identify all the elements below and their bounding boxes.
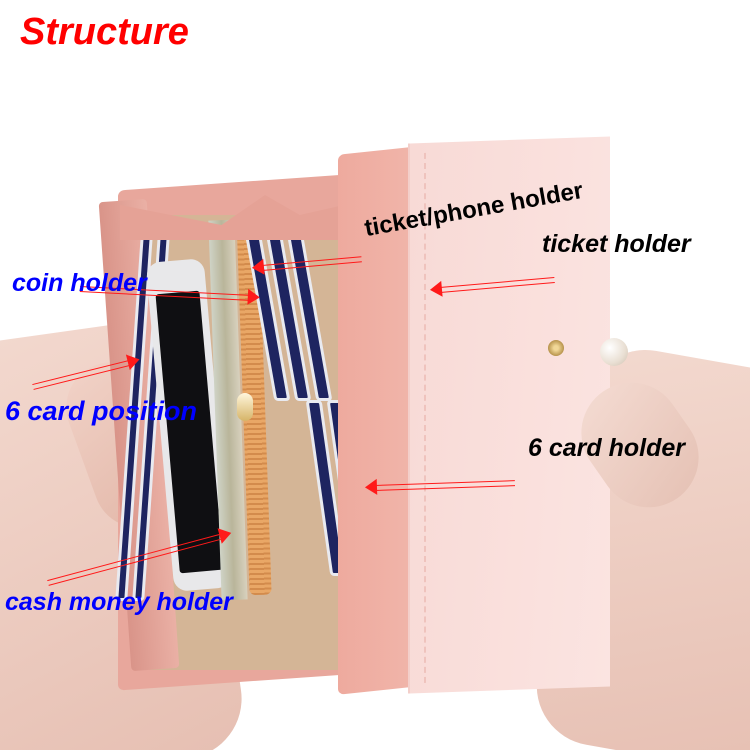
label-cash-money-holder: cash money holder: [5, 588, 233, 616]
label-six-card-holder: 6 card holder: [528, 434, 685, 462]
label-six-card-position: 6 card position: [5, 396, 198, 426]
zipper-pull: [237, 393, 253, 421]
pearl-charm: [600, 338, 628, 366]
label-ticket-holder: ticket holder: [542, 230, 691, 258]
page-title: Structure: [20, 11, 189, 53]
snap-button: [548, 340, 564, 356]
label-coin-holder: coin holder: [12, 269, 147, 297]
